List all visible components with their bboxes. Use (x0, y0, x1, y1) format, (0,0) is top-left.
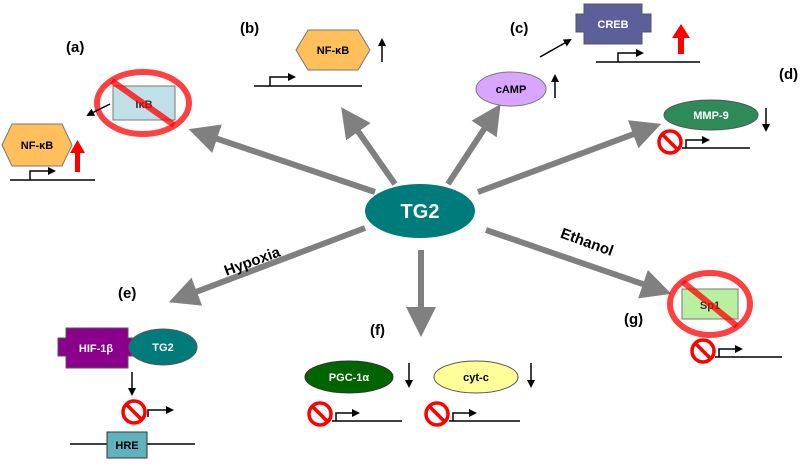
tg2-center-label: TG2 (401, 201, 440, 223)
nfkb-hexagon-b (295, 29, 371, 71)
panel-g: (g) Sp1 (624, 270, 782, 364)
up-arrow-red-icon (70, 140, 85, 172)
inhibit-icon (690, 338, 716, 364)
creb-label: CREB (597, 19, 628, 31)
panel-c-letter: (c) (510, 20, 528, 37)
cytc-label: cyt-c (463, 372, 489, 384)
camp-label: cAMP (496, 84, 527, 96)
mmp9-ellipse (663, 99, 759, 131)
gene-promoter-icon (332, 412, 402, 422)
up-arrow-red-icon (672, 24, 690, 54)
gene-promoter-icon (596, 52, 700, 63)
arrow-to-g (485, 227, 672, 299)
activation-arrow (539, 39, 572, 58)
arrow-to-b (341, 107, 398, 186)
arrow-to-c (445, 103, 501, 186)
tg2-ellipse-e (128, 328, 198, 366)
panel-e: (e) HIF-1β TG2 HRE (57, 285, 198, 459)
nfkb-label-b: NF-κB (317, 45, 349, 57)
inhibit-icon (657, 129, 683, 155)
gene-promoter-icon (10, 170, 95, 181)
hre-box (106, 431, 148, 459)
gene-promoter-icon (449, 412, 520, 422)
radial-arrows (168, 103, 672, 337)
camp-ellipse (475, 71, 547, 107)
cytc-ellipse (433, 360, 519, 394)
mmp9-label: MMP-9 (693, 110, 728, 122)
panel-c: (c) cAMP CREB (475, 3, 700, 107)
panel-b-letter: (b) (240, 20, 259, 37)
creb-block (575, 3, 652, 45)
gene-promoter-icon (147, 409, 168, 417)
gene-promoter-icon (715, 348, 782, 358)
hif-label: HIF-1β (79, 343, 114, 355)
gene-promoter-icon (254, 76, 362, 87)
release-arrow (86, 103, 111, 116)
panel-d-letter: (d) (779, 66, 798, 83)
inhibit-icon (307, 401, 333, 427)
pgc-label: PGC-1α (329, 372, 370, 384)
panel-a: (a) IκB NF-κB (1, 39, 192, 181)
edge-label-hypoxia: Hypoxia (222, 243, 283, 279)
pgc-ellipse (304, 360, 394, 394)
panel-f: (f) PGC-1α cyt-c (304, 322, 535, 427)
inhibit-icon (121, 399, 147, 425)
tg2-label-e: TG2 (152, 342, 173, 354)
panel-a-letter: (a) (66, 39, 84, 56)
nfkb-hexagon-a (1, 123, 73, 167)
hre-label: HRE (115, 440, 138, 452)
nfkb-label-a: NF-κB (21, 140, 53, 152)
inhibit-icon (667, 270, 753, 338)
inhibit-icon (424, 401, 450, 427)
panel-b: (b) NF-κB (240, 20, 386, 87)
gene-promoter-icon (682, 139, 750, 149)
tg2-center-node: TG2 (365, 184, 475, 238)
hif-block (57, 327, 137, 369)
panel-e-letter: (e) (118, 285, 136, 302)
inhibit-icon (94, 69, 192, 137)
panel-d: (d) MMP-9 (657, 66, 798, 155)
panel-g-letter: (g) (624, 311, 643, 328)
arrow-to-a (188, 124, 376, 195)
panel-f-letter: (f) (370, 322, 385, 339)
edge-label-ethanol: Ethanol (558, 225, 615, 260)
arrow-to-d (476, 120, 662, 195)
arrow-to-e (168, 225, 367, 306)
